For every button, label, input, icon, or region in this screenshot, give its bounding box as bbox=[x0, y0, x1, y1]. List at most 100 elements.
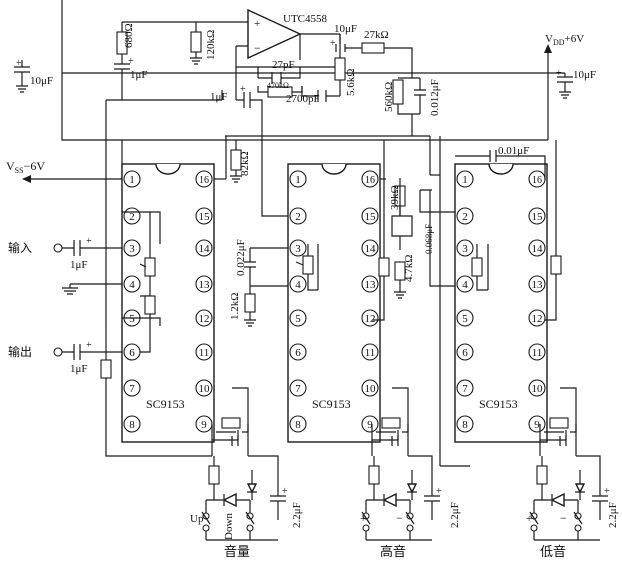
pin-circle bbox=[289, 275, 307, 293]
pin-circle bbox=[195, 207, 213, 225]
diode-wire bbox=[534, 494, 578, 506]
pin-number: 14 bbox=[365, 243, 377, 255]
switch-contact bbox=[362, 524, 370, 532]
switch-up bbox=[361, 500, 371, 540]
pin10-wire bbox=[560, 387, 577, 456]
chip-label: SC9153 bbox=[146, 397, 185, 411]
pin-number: 13 bbox=[532, 279, 544, 291]
pin-circle bbox=[123, 170, 141, 188]
r680-branch: 680Ω 1μF + bbox=[114, 21, 210, 100]
c0012-label: 0.012μF bbox=[429, 79, 441, 116]
pin-circle bbox=[361, 275, 379, 293]
c1-left-plus: + bbox=[128, 56, 134, 67]
pin-number: 10 bbox=[532, 383, 544, 395]
pin-circle bbox=[456, 379, 474, 397]
pin-circle bbox=[289, 379, 307, 397]
diode-wire bbox=[407, 470, 417, 500]
pin-number: 2 bbox=[129, 211, 135, 223]
pin-number: 11 bbox=[532, 347, 543, 359]
vss-label: VSS−6V bbox=[6, 159, 45, 175]
pin-number: 13 bbox=[365, 279, 377, 291]
pin-circle bbox=[361, 239, 379, 257]
pin-circle bbox=[195, 309, 213, 327]
pin-number: 14 bbox=[199, 243, 211, 255]
pin-number: 1 bbox=[295, 174, 301, 186]
pin-circle bbox=[195, 239, 213, 257]
pin9-resistor bbox=[549, 417, 569, 429]
switch-up bbox=[529, 500, 539, 540]
r560k-label: 560kΩ bbox=[383, 82, 395, 112]
r39k-label: 39kΩ bbox=[389, 185, 401, 210]
switch-contact bbox=[246, 524, 254, 532]
switch-down bbox=[405, 500, 415, 540]
pin-number: 9 bbox=[534, 419, 540, 431]
c10-left-label: 10μF bbox=[30, 75, 53, 87]
pin-number: 16 bbox=[199, 175, 209, 186]
pin-circle bbox=[361, 207, 379, 225]
c001-label: 0.01μF bbox=[498, 145, 529, 157]
pin-circle bbox=[528, 275, 546, 293]
pin-circle bbox=[289, 309, 307, 327]
c-out-plus: + bbox=[86, 340, 92, 351]
switch-contact bbox=[202, 524, 210, 532]
pin-number: 6 bbox=[129, 347, 135, 359]
r120k-label: 120kΩ bbox=[205, 30, 217, 60]
pin-number: 10 bbox=[365, 383, 377, 395]
r680-label: 680Ω bbox=[123, 23, 135, 48]
vss-sub: SS bbox=[15, 166, 24, 175]
r560k-branch: 560kΩ 0.012μF bbox=[383, 60, 441, 136]
pin-circle bbox=[195, 170, 213, 188]
vss-base: V bbox=[6, 159, 15, 173]
c1-mid-label: 1μF bbox=[210, 91, 228, 103]
c10-right-label: 10μF bbox=[573, 69, 596, 81]
diode-wire bbox=[575, 470, 585, 500]
pin-circle bbox=[123, 415, 141, 433]
pin-number: 7 bbox=[295, 383, 301, 395]
diode bbox=[382, 492, 397, 508]
label-plus-mid: + bbox=[360, 513, 366, 525]
bottom-layer: + + + bbox=[201, 387, 610, 541]
c0068-label: 0.068μF bbox=[424, 224, 434, 254]
left-chip-external: 输入 1μF + 输出 1μF + 82kΩ bbox=[8, 140, 251, 457]
pin-number: 2 bbox=[295, 211, 301, 223]
vdd-label: VDD+6V bbox=[545, 33, 584, 47]
pin-circle bbox=[195, 275, 213, 293]
pin-circle bbox=[123, 275, 141, 293]
c22-c-label: 2.2μF bbox=[607, 502, 619, 528]
switch-down bbox=[573, 500, 583, 540]
pin-circle bbox=[528, 239, 546, 257]
pin-number: 12 bbox=[199, 313, 210, 325]
feedback-network: 27pF 470kΩ 2700pF 5.6kΩ bbox=[235, 34, 357, 105]
c10-left-plus: + bbox=[16, 58, 22, 69]
cap22 bbox=[576, 455, 608, 520]
pin-circle bbox=[361, 343, 379, 361]
chip-notch bbox=[488, 163, 514, 175]
button-cluster-2: + bbox=[361, 387, 442, 541]
c10-out-label: 10μF bbox=[334, 23, 357, 35]
pin-circle bbox=[456, 170, 474, 188]
label-minus-mid: − bbox=[396, 511, 403, 525]
pin-circle bbox=[361, 415, 379, 433]
button-cluster-1: + bbox=[201, 387, 288, 541]
pin-number: 5 bbox=[129, 313, 135, 325]
pin-number: 4 bbox=[462, 279, 468, 291]
pin-circle bbox=[456, 309, 474, 327]
pin-circle bbox=[123, 239, 141, 257]
pin-circle bbox=[528, 343, 546, 361]
pin-circle bbox=[289, 239, 307, 257]
diode bbox=[246, 483, 258, 494]
pin-number: 12 bbox=[532, 313, 543, 325]
switch-contact bbox=[530, 524, 538, 532]
pin-number: 6 bbox=[462, 347, 468, 359]
pin10-wire bbox=[232, 387, 249, 456]
input-label: 输入 bbox=[8, 240, 32, 255]
vss-value: −6V bbox=[24, 159, 46, 173]
cap22-plus: + bbox=[604, 486, 610, 497]
pin-circle bbox=[456, 415, 474, 433]
mid-chip-external: 0.022μF 1.2kΩ bbox=[229, 136, 390, 327]
switch-contact bbox=[406, 524, 414, 532]
switch-resistor bbox=[208, 465, 220, 485]
pin-number: 7 bbox=[462, 383, 468, 395]
pin-number: 5 bbox=[295, 313, 301, 325]
